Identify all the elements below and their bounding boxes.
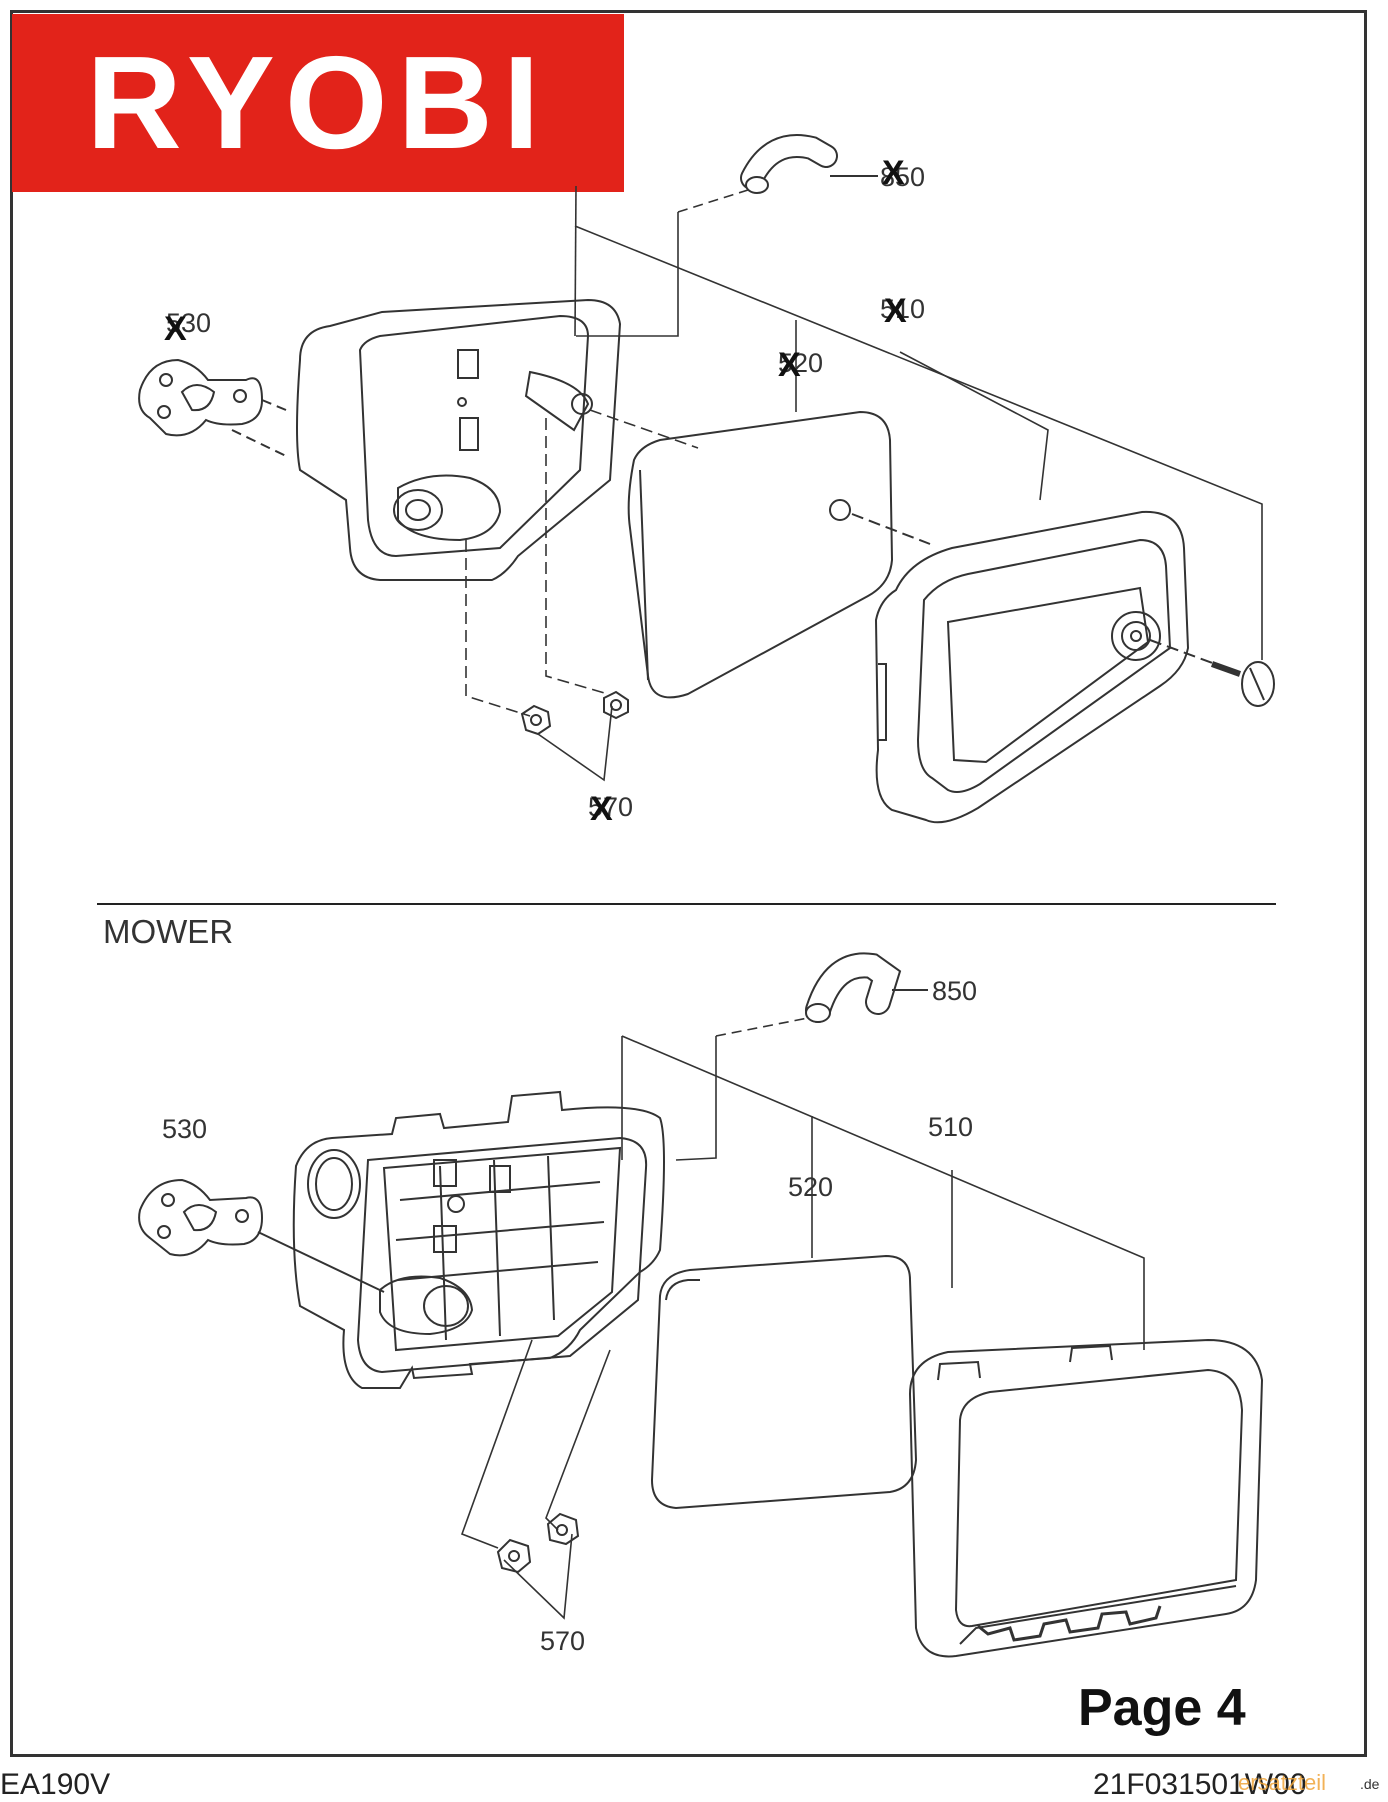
gasket-part-bottom xyxy=(138,1178,385,1293)
callout-520-bottom: 520 xyxy=(788,1172,833,1202)
marker-x-530: X xyxy=(164,310,187,348)
top-callouts: 850 X 510 X 520 X 530 X 570 X xyxy=(164,154,925,828)
callout-520-top: 520 xyxy=(778,348,823,378)
marker-x-520: X xyxy=(778,346,801,384)
bottom-diagram: 850 510 520 530 570 xyxy=(138,952,1264,1658)
callout-510-bottom: 510 xyxy=(928,1112,973,1142)
callout-530-top: 530 xyxy=(166,308,211,338)
hose-part-top xyxy=(740,134,878,194)
marker-x-850: X xyxy=(882,154,905,192)
callout-570-bottom: 570 xyxy=(540,1626,585,1656)
callout-510-top: 510 xyxy=(880,294,925,324)
callout-570-top: 570 xyxy=(588,792,633,822)
page-frame xyxy=(10,10,1367,1757)
top-leader-lines xyxy=(574,185,1263,660)
callout-850-top: 850 xyxy=(880,162,925,192)
section-label-mower: MOWER xyxy=(103,913,234,950)
screw-part-top xyxy=(1210,661,1275,707)
filter-element-top xyxy=(627,410,931,699)
model-number: EA190V xyxy=(0,1768,111,1801)
top-diagram: 850 X 510 X 520 X 530 X 570 X xyxy=(138,134,1275,828)
nuts-part-top xyxy=(520,690,629,736)
page-number: Page 4 xyxy=(1078,1679,1246,1737)
air-cleaner-base-top xyxy=(296,298,622,581)
filter-element-bottom xyxy=(650,1254,918,1510)
top-nut-leaders xyxy=(465,409,699,782)
watermark-suffix: .de xyxy=(1360,1776,1380,1792)
bottom-nut-leaders xyxy=(460,1339,611,1620)
nuts-part-bottom xyxy=(496,1512,580,1574)
document-reference: 21F031501W00 xyxy=(1093,1768,1307,1801)
watermark: ersatzteil xyxy=(1238,1770,1327,1795)
ryobi-logo: RYOBI xyxy=(12,14,624,192)
bottom-leader-lines xyxy=(621,1017,1145,1350)
cover-part-top xyxy=(874,510,1227,824)
bottom-callouts: 850 510 520 530 570 xyxy=(162,976,977,1656)
cover-part-bottom xyxy=(908,1338,1264,1658)
hose-part-bottom xyxy=(805,952,928,1023)
marker-x-570: X xyxy=(590,790,613,828)
marker-x-510: X xyxy=(884,292,907,330)
callout-850-bottom: 850 xyxy=(932,976,977,1006)
gasket-part-top xyxy=(138,358,287,457)
air-cleaner-base-bottom xyxy=(292,1090,665,1389)
callout-530-bottom: 530 xyxy=(162,1114,207,1144)
logo-text: RYOBI xyxy=(86,29,550,176)
